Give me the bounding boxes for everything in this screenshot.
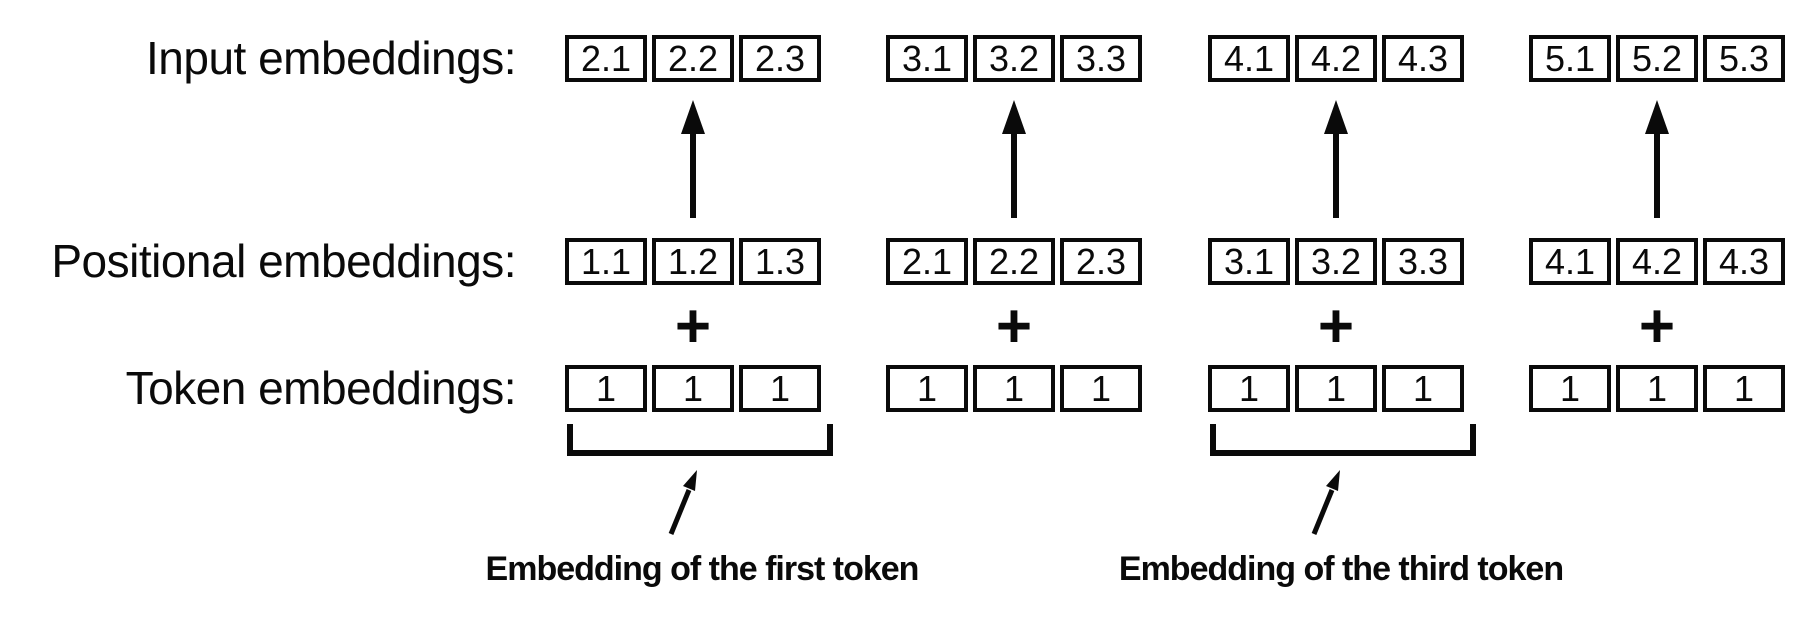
vector-cell: 3.2 [1295,238,1377,285]
vector-cell: 1 [1529,365,1611,412]
input-embedding-vector-2: 3.1 3.2 3.3 [886,35,1142,82]
token-embedding-vector-4: 1 1 1 [1529,365,1785,412]
annotation-third-token: Embedding of the third token [1118,550,1564,588]
token-embedding-vector-1: 1 1 1 [565,365,821,412]
vector-cell: 2.2 [973,238,1055,285]
vector-cell: 1 [886,365,968,412]
vector-cell: 4.2 [1616,238,1698,285]
token-embedding-vector-2: 1 1 1 [886,365,1142,412]
vector-cell: 2.2 [652,35,734,82]
vector-cell: 1.2 [652,238,734,285]
annotation-first-token: Embedding of the first token [485,550,920,588]
vector-cell: 5.2 [1616,35,1698,82]
vector-cell: 1 [1616,365,1698,412]
vector-cell: 1 [1208,365,1290,412]
row-label-positional-embeddings: Positional embeddings: [51,235,516,287]
vector-cell: 1 [973,365,1055,412]
vector-cell: 1 [1295,365,1377,412]
up-arrow-icon [1323,100,1349,218]
vector-cell: 3.1 [1208,238,1290,285]
vector-cell: 3.3 [1382,238,1464,285]
input-embedding-vector-4: 5.1 5.2 5.3 [1529,35,1785,82]
vector-cell: 1.1 [565,238,647,285]
vector-cell: 1 [1382,365,1464,412]
vector-cell: 1 [652,365,734,412]
vector-cell: 4.3 [1703,238,1785,285]
vector-cell: 1 [565,365,647,412]
vector-cell: 2.1 [565,35,647,82]
plus-operator: + [1317,292,1355,361]
vector-cell: 2.3 [739,35,821,82]
row-label-input-embeddings: Input embeddings: [146,32,517,84]
vector-cell: 4.1 [1208,35,1290,82]
vector-cell: 1 [739,365,821,412]
vector-cell: 2.3 [1060,238,1142,285]
up-arrow-icon [680,100,706,218]
vector-cell: 3.1 [886,35,968,82]
group-bracket-first-token [567,424,833,456]
vector-cell: 3.2 [973,35,1055,82]
positional-embedding-vector-3: 3.1 3.2 3.3 [1208,238,1464,285]
vector-cell: 5.3 [1703,35,1785,82]
input-embedding-vector-3: 4.1 4.2 4.3 [1208,35,1464,82]
diagonal-arrow-icon [663,464,707,540]
vector-cell: 1.3 [739,238,821,285]
positional-embedding-vector-4: 4.1 4.2 4.3 [1529,238,1785,285]
vector-cell: 4.3 [1382,35,1464,82]
vector-cell: 4.1 [1529,238,1611,285]
vector-cell: 1 [1060,365,1142,412]
vector-cell: 4.2 [1295,35,1377,82]
token-embedding-vector-3: 1 1 1 [1208,365,1464,412]
positional-embedding-vector-2: 2.1 2.2 2.3 [886,238,1142,285]
group-bracket-third-token [1210,424,1476,456]
vector-cell: 2.1 [886,238,968,285]
vector-cell: 3.3 [1060,35,1142,82]
up-arrow-icon [1001,100,1027,218]
vector-cell: 1 [1703,365,1785,412]
plus-operator: + [674,292,712,361]
plus-operator: + [995,292,1033,361]
input-embedding-vector-1: 2.1 2.2 2.3 [565,35,821,82]
row-label-token-embeddings: Token embeddings: [125,362,517,414]
up-arrow-icon [1644,100,1670,218]
diagonal-arrow-icon [1306,464,1350,540]
vector-cell: 5.1 [1529,35,1611,82]
plus-operator: + [1638,292,1676,361]
positional-embedding-vector-1: 1.1 1.2 1.3 [565,238,821,285]
